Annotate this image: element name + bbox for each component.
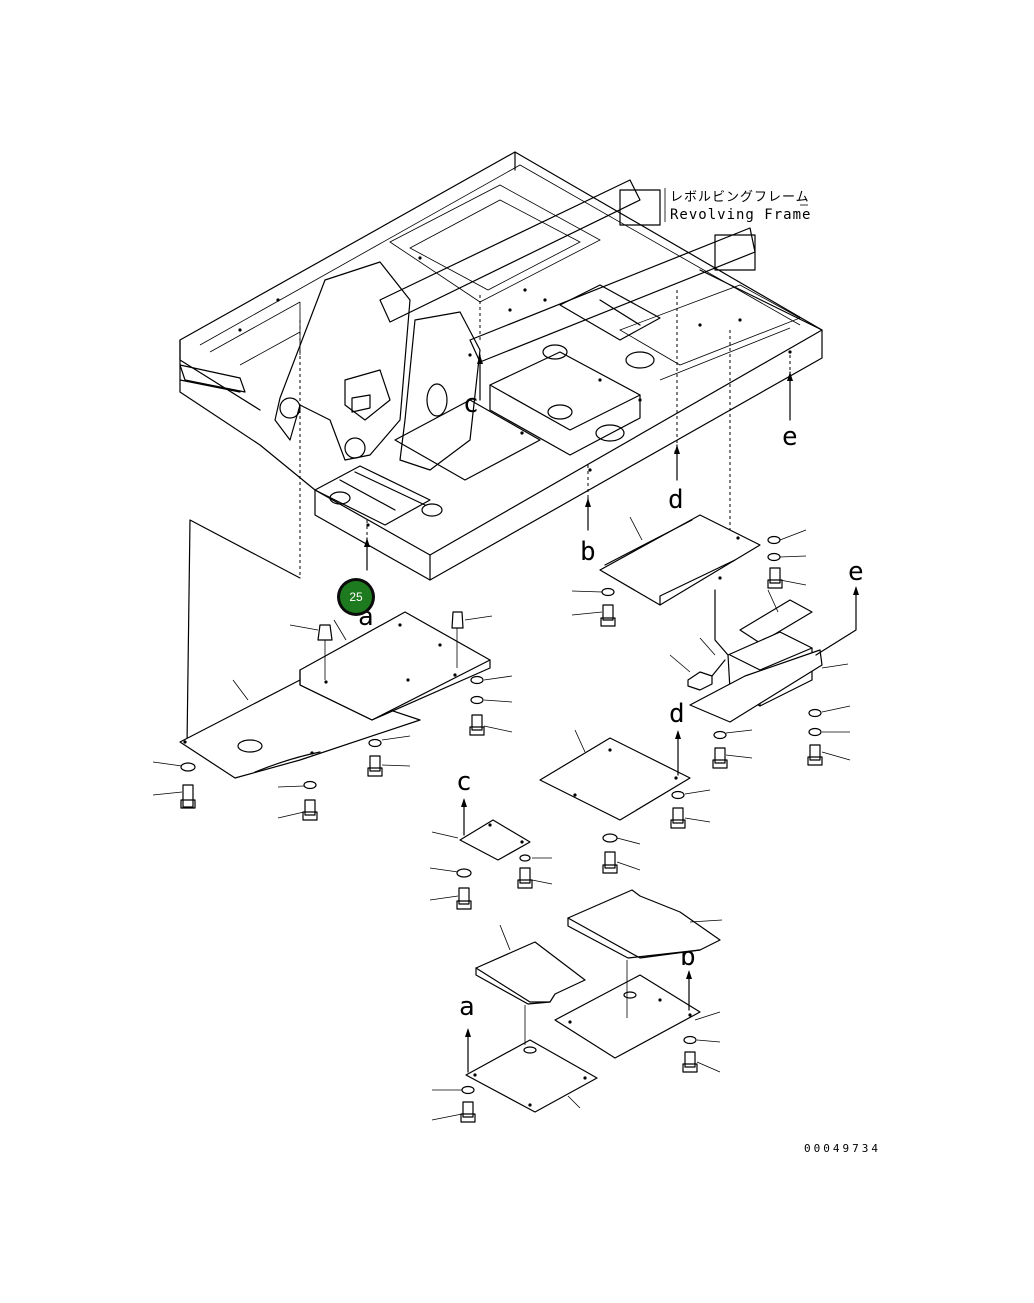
ref-letter-e-frame: e — [782, 422, 798, 452]
ref-letter-a-part: a — [459, 992, 475, 1022]
middle-cover-d — [539, 729, 691, 821]
drawing-number: 00049734 — [804, 1142, 881, 1155]
ref-letter-c-part: c — [456, 767, 472, 797]
callout-number: 25 — [349, 590, 363, 604]
ref-letter-d-part: d — [669, 699, 685, 729]
assembly-lines — [186, 290, 791, 746]
left-under-cover — [179, 611, 493, 779]
ref-letter-c-frame: c — [463, 389, 479, 419]
frame-label-japanese: レボルビングフレーム — [670, 190, 810, 205]
bottom-cover-b — [554, 889, 723, 1059]
small-cover-c — [431, 798, 531, 861]
ref-letter-b-frame: b — [580, 537, 596, 567]
callout-badge-25[interactable]: 25 — [337, 578, 375, 616]
leader-lines — [152, 529, 851, 1121]
ref-letter-d-frame: d — [668, 485, 684, 515]
ref-letter-e-part: e — [848, 557, 864, 587]
revolving-frame — [179, 151, 823, 581]
right-upper-cover — [599, 514, 859, 723]
frame-label-english: Revolving Frame — [670, 207, 811, 223]
bottom-cover-a — [465, 924, 598, 1113]
frame-label: レボルビングフレーム Revolving Frame — [664, 188, 811, 223]
frame-arrows — [364, 354, 793, 571]
